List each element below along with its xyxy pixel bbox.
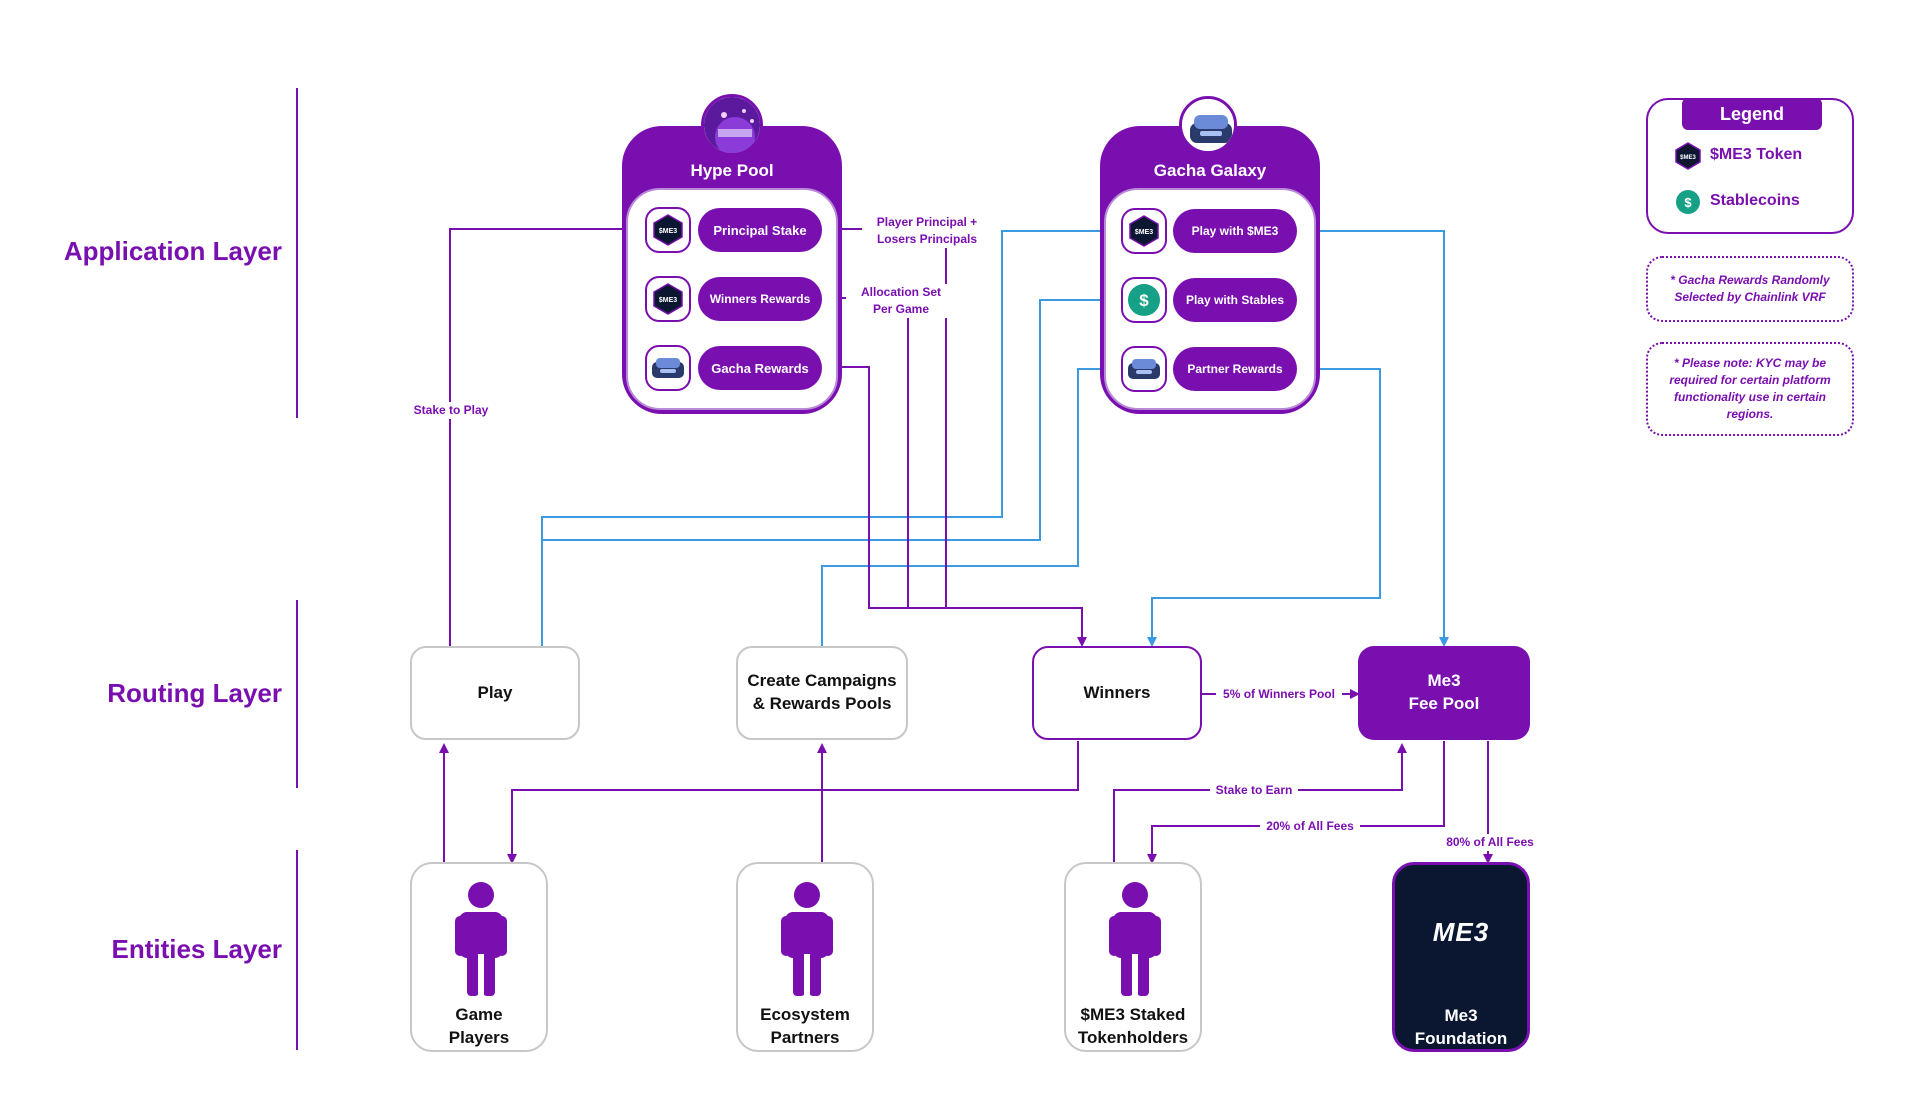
- legend-title: Legend: [1682, 98, 1822, 130]
- staked-tokenholders-entity: $ME3 Staked Tokenholders: [1064, 862, 1202, 1052]
- me3-foundation-line1: Me3: [1444, 1006, 1478, 1025]
- hype-pool-title: Hype Pool: [690, 161, 774, 180]
- label-player-principal: Player Principal + Losers Principals: [862, 214, 992, 248]
- person-icon: [1109, 882, 1161, 996]
- gacha-machine-icon: [1121, 346, 1167, 392]
- label-eighty-pct: 80% of All Fees: [1440, 834, 1540, 851]
- flow-fee-pool-to-stakers: [1147, 741, 1445, 864]
- me3-token-icon: $ME3: [1121, 208, 1167, 254]
- label-allocation: Allocation Set Per Game: [846, 284, 956, 318]
- brace-application: [296, 88, 298, 418]
- me3-token-icon: $ME3: [1674, 142, 1702, 170]
- ecosystem-partners-label: Ecosystem Partners: [738, 1004, 872, 1050]
- me3-token-icon: $ME3: [645, 207, 691, 253]
- staked-tokenholders-line2: Tokenholders: [1077, 1027, 1189, 1047]
- create-campaigns-node: Create Campaigns & Rewards Pools: [736, 646, 908, 740]
- me3-foundation-label: Me3 Foundation: [1395, 1005, 1527, 1051]
- brace-routing: [296, 600, 298, 788]
- winners-rewards-pill: Winners Rewards: [698, 277, 822, 321]
- game-players-entity: Game Players: [410, 862, 548, 1052]
- flow-play-me3-to-fee-pool: [1295, 230, 1449, 647]
- svg-text:$ME3: $ME3: [1680, 155, 1696, 161]
- flow-partner-rewards-to-winners: [1147, 368, 1381, 647]
- ecosystem-partners-line2: Partners: [770, 1027, 840, 1047]
- legend-box: Legend $ME3 $ME3 Token $ Stablecoins: [1646, 98, 1854, 234]
- partner-rewards-pill: Partner Rewards: [1173, 347, 1297, 391]
- person-icon: [781, 882, 833, 996]
- flow-play-to-play-me3: [541, 226, 1123, 646]
- flow-gacha-rewards-to-winners: [820, 366, 1087, 647]
- legend-stablecoins-label: Stablecoins: [1710, 192, 1800, 209]
- gacha-machine-icon: [645, 345, 691, 391]
- label-player-principal-line2: Losers Principals: [876, 231, 978, 246]
- game-players-line1: Game: [455, 1005, 503, 1024]
- gacha-galaxy-avatar: [1179, 96, 1237, 154]
- play-with-me3-pill: Play with $ME3: [1173, 209, 1297, 253]
- svg-text:$ME3: $ME3: [659, 297, 677, 304]
- gacha-galaxy-title: Gacha Galaxy: [1153, 161, 1267, 180]
- flow-play-to-principal-stake: [449, 224, 647, 646]
- gacha-rewards-pill: Gacha Rewards: [698, 346, 822, 390]
- play-with-stables-pill: Play with Stables: [1173, 278, 1297, 322]
- label-player-principal-line1: Player Principal +: [876, 215, 978, 229]
- person-icon: [455, 882, 507, 996]
- staked-tokenholders-line1: $ME3 Staked: [1080, 1005, 1186, 1024]
- me3-fee-pool-node: Me3 Fee Pool: [1358, 646, 1530, 740]
- layer-label-entities: Entities Layer: [111, 934, 282, 964]
- stablecoin-icon: $: [1674, 188, 1702, 216]
- legend-token-label: $ME3 Token: [1710, 146, 1803, 163]
- ecosystem-partners-entity: Ecosystem Partners: [736, 862, 874, 1052]
- flow-winners-to-players: [507, 741, 1079, 864]
- me3-foundation-entity: ME3 Me3 Foundation: [1392, 862, 1530, 1052]
- fee-pool-line2: Fee Pool: [1408, 694, 1480, 713]
- principal-stake-pill: Principal Stake: [698, 208, 822, 252]
- label-winners-pool-cut: 5% of Winners Pool: [1216, 686, 1342, 703]
- flow-stakers-to-fee-pool: [1113, 743, 1407, 862]
- me3-foundation-line2: Foundation: [1414, 1028, 1508, 1048]
- layer-label-application: Application Layer: [63, 236, 282, 266]
- game-players-line2: Players: [448, 1027, 510, 1047]
- stablecoin-icon: $: [1121, 277, 1167, 323]
- ecosystem-partners-line1: Ecosystem: [760, 1005, 850, 1024]
- flow-play-to-play-stables: [542, 295, 1123, 541]
- kyc-note: * Please note: KYC may be required for c…: [1646, 342, 1854, 436]
- hype-pool-avatar: [701, 94, 763, 156]
- winners-node: Winners: [1032, 646, 1202, 740]
- svg-text:$ME3: $ME3: [1135, 229, 1153, 236]
- label-twenty-pct: 20% of All Fees: [1260, 818, 1360, 835]
- flow-campaigns-to-partner-rewards: [821, 364, 1123, 646]
- me3-foundation-logo: ME3: [1432, 917, 1490, 947]
- fee-pool-line1: Me3: [1427, 671, 1461, 691]
- staked-tokenholders-label: $ME3 Staked Tokenholders: [1066, 1004, 1200, 1050]
- svg-text:$: $: [1139, 291, 1149, 310]
- me3-token-icon: $ME3: [645, 276, 691, 322]
- label-stake-to-earn: Stake to Earn: [1210, 782, 1298, 799]
- create-campaigns-line1: Create Campaigns: [747, 671, 897, 691]
- label-allocation-line2: Per Game: [872, 301, 930, 316]
- create-campaigns-line2: & Rewards Pools: [752, 694, 892, 713]
- label-allocation-line1: Allocation Set: [860, 285, 941, 299]
- label-stake-to-play: Stake to Play: [404, 402, 498, 419]
- layer-label-routing: Routing Layer: [107, 678, 282, 708]
- svg-text:$: $: [1684, 195, 1692, 210]
- play-node: Play: [410, 646, 580, 740]
- svg-text:$ME3: $ME3: [659, 228, 677, 235]
- gacha-vrf-note: * Gacha Rewards Randomly Selected by Cha…: [1646, 256, 1854, 322]
- brace-entities: [296, 850, 298, 1050]
- game-players-label: Game Players: [412, 1004, 546, 1050]
